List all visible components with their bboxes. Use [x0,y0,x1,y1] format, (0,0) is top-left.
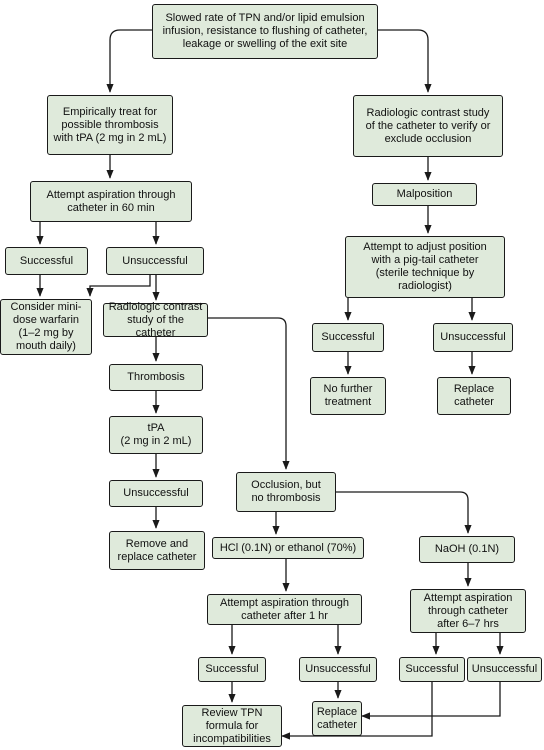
arrow-radiologic-left-to-occlusion [208,317,290,470]
unsuccessful-hcl-node: Unsuccessful [299,657,377,682]
aspiration-1hr-node: Attempt aspiration through catheter afte… [207,594,362,625]
unsuccessful-right-node: Unsuccessful [433,323,513,352]
successful-right-node: Successful [312,323,384,352]
adjust-position-node: Attempt to adjust position with a pig-ta… [345,236,505,298]
arrow-unsuccessful-to-warfarin [86,275,151,297]
arrow-start-to-radiologic [378,29,432,93]
successful-hcl-node: Successful [198,657,266,682]
unsuccessful-left-node: Unsuccessful [106,247,204,275]
start-node: Slowed rate of TPN and/or lipid emulsion… [152,4,378,59]
no-further-treatment-node: No further treatment [310,377,386,415]
thrombosis-node: Thrombosis [109,364,203,391]
warfarin-node: Consider mini- dose warfarin (1–2 mg by … [0,299,92,355]
arrow-unsuccessful-naoh-to-replace [361,682,501,720]
replace-catheter-bottom-node: Replace catheter [312,701,362,736]
review-tpn-node: Review TPN formula for incompatibilities [182,705,282,747]
tpa-node: tPA (2 mg in 2 mL) [109,416,203,454]
aspiration-6-7hrs-node: Attempt aspiration through catheter afte… [410,589,526,633]
arrow-occlusion-to-naoh [336,491,472,534]
naoh-node: NaOH (0.1N) [419,536,515,563]
occlusion-node: Occlusion, but no thrombosis [236,472,336,512]
radiologic-study-verify-node: Radiologic contrast study of the cathete… [353,95,503,157]
successful-naoh-node: Successful [399,657,465,682]
replace-catheter-right-node: Replace catheter [437,377,511,415]
unsuccessful-naoh-node: Unsuccessful [467,657,542,682]
empirical-treatment-node: Empirically treat for possible thrombosi… [47,95,173,155]
successful-left-node: Successful [5,247,88,275]
remove-replace-node: Remove and replace catheter [109,531,205,570]
aspiration-60min-node: Attempt aspiration through catheter in 6… [30,181,192,222]
hcl-ethanol-node: HCl (0.1N) or ethanol (70%) [212,537,364,559]
arrow-start-to-empirical [106,29,152,93]
radiologic-study-left-node: Radiologic contrast study of the cathete… [103,301,208,339]
unsuccessful-tpa-node: Unsuccessful [109,480,203,507]
malposition-node: Malposition [372,183,477,206]
